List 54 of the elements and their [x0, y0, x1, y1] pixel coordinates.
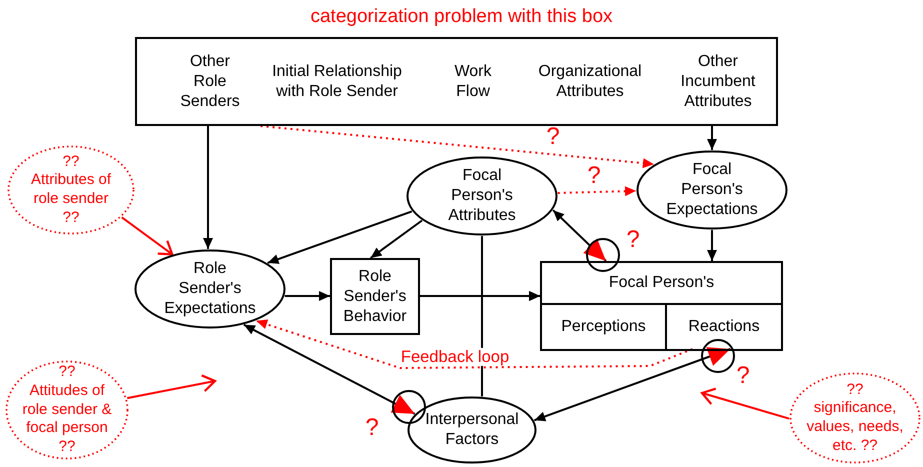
arrow	[700, 388, 790, 420]
node-label: ??	[62, 208, 80, 228]
node-label: Focal Person's Expectations	[665, 160, 759, 220]
arrow	[552, 209, 607, 262]
process-box	[330, 258, 420, 335]
node-label: ??	[58, 438, 76, 457]
edge-label: ?	[586, 162, 602, 190]
note-bubble	[7, 145, 135, 235]
dotted-arrow	[260, 125, 654, 168]
arrow	[203, 126, 213, 249]
node-label: ??	[62, 152, 80, 172]
process-box	[135, 37, 778, 126]
ellipse-node	[134, 249, 286, 329]
edge-label: ?	[625, 226, 641, 254]
edge-label: ?	[364, 414, 380, 442]
arrow	[267, 210, 412, 264]
table-cell	[542, 303, 667, 349]
node-label: Reactions	[688, 317, 760, 337]
node-label: Perceptions	[561, 317, 646, 337]
diagram-title: categorization problem with this box	[309, 6, 614, 28]
node-label: Focal Person's	[608, 273, 714, 293]
dotted-arrow	[256, 319, 693, 369]
ellipse-node	[636, 150, 788, 230]
node-label: Attitudes of role sender & focal person	[21, 382, 113, 438]
process-box	[540, 261, 783, 351]
arrow	[534, 347, 731, 422]
note-bubble	[5, 360, 129, 460]
node-label: significance, values, needs, etc. ??	[806, 399, 904, 456]
node-label: Other Incumbent Attributes	[680, 52, 756, 112]
dotted-arrow	[558, 186, 636, 196]
node-label: ??	[58, 363, 76, 382]
arrow	[127, 374, 216, 400]
arrow	[707, 126, 717, 150]
node-label: Attributes of role sender	[30, 171, 112, 209]
ellipse-node	[406, 156, 558, 236]
ellipse-node	[407, 396, 537, 464]
arrow	[284, 291, 330, 301]
node-label: Role Sender's Behavior	[342, 266, 408, 326]
node-label: Role Sender's Expectations	[163, 259, 257, 319]
node-label: Organizational Attributes	[537, 62, 643, 102]
node-label: Work Flow	[453, 62, 493, 102]
node-label: Focal Person's Attributes	[447, 166, 517, 226]
arrow	[707, 230, 717, 261]
arrow	[121, 216, 174, 256]
node-label: ??	[846, 380, 864, 400]
node-label: Interpersonal Factors	[424, 410, 520, 450]
arrow	[243, 324, 416, 415]
edge-label: ?	[545, 124, 561, 150]
node-label: Initial Relationship with Role Sender	[272, 62, 402, 102]
note-bubble	[789, 372, 921, 464]
arrow	[481, 291, 540, 396]
node-label: Other Role Senders	[179, 52, 241, 112]
arrow	[370, 220, 423, 259]
edge-label: ?	[735, 362, 751, 390]
